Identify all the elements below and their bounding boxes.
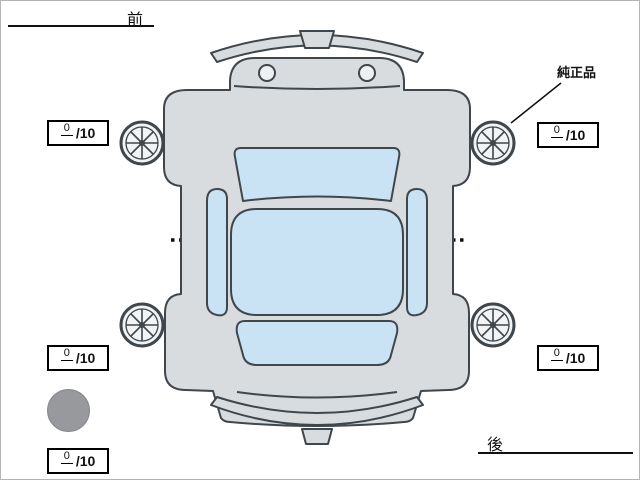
tread-value-rear-right: 0 bbox=[550, 347, 563, 361]
left-side-glass bbox=[206, 188, 228, 317]
spare-tire-circle bbox=[47, 389, 90, 432]
hood-cap-right bbox=[358, 64, 376, 82]
tread-value-front-left: 0 bbox=[60, 122, 73, 136]
rear-bumper bbox=[210, 396, 424, 426]
wheel-front-left bbox=[119, 120, 165, 166]
wheel-rear-right bbox=[470, 302, 516, 348]
car-glass bbox=[206, 147, 428, 366]
tread-value-front-right: 0 bbox=[550, 124, 563, 138]
tread-score-box-rear-right: 0 /10 bbox=[537, 345, 599, 371]
front-label-underline bbox=[8, 25, 154, 27]
tread-score-box-front-right: 0 /10 bbox=[537, 122, 599, 148]
trunk-line bbox=[236, 391, 398, 399]
tread-max-rear-left: /10 bbox=[75, 350, 96, 366]
tread-score-box-spare: 0 /10 bbox=[47, 448, 109, 474]
wheel-front-right bbox=[470, 120, 516, 166]
right-side-glass bbox=[406, 188, 428, 317]
tread-max-front-right: /10 bbox=[565, 127, 586, 143]
hood-cap-left bbox=[258, 64, 276, 82]
tread-value-spare: 0 bbox=[60, 450, 73, 464]
genuine-part-label: 純正品 bbox=[557, 65, 597, 80]
windshield-glass bbox=[233, 147, 401, 202]
front-bumper bbox=[210, 34, 424, 63]
tread-score-box-rear-left: 0 /10 bbox=[47, 345, 109, 371]
tread-value-rear-left: 0 bbox=[60, 347, 73, 361]
tread-max-spare: /10 bbox=[75, 453, 96, 469]
tread-max-rear-right: /10 bbox=[565, 350, 586, 366]
genuine-part-pointer-line bbox=[510, 82, 562, 124]
rear-window-glass bbox=[235, 320, 399, 366]
tread-score-box-front-left: 0 /10 bbox=[47, 120, 109, 146]
wheel-rear-left bbox=[119, 302, 165, 348]
rear-label-underline bbox=[478, 452, 633, 454]
tread-max-front-left: /10 bbox=[75, 125, 96, 141]
cabin-roof-glass bbox=[230, 208, 404, 316]
front-label: 前 bbox=[127, 12, 144, 29]
rear-label: 後 bbox=[487, 437, 504, 454]
hood-line bbox=[233, 85, 401, 90]
rear-center-tab bbox=[301, 428, 333, 445]
front-center-tab bbox=[299, 30, 335, 49]
